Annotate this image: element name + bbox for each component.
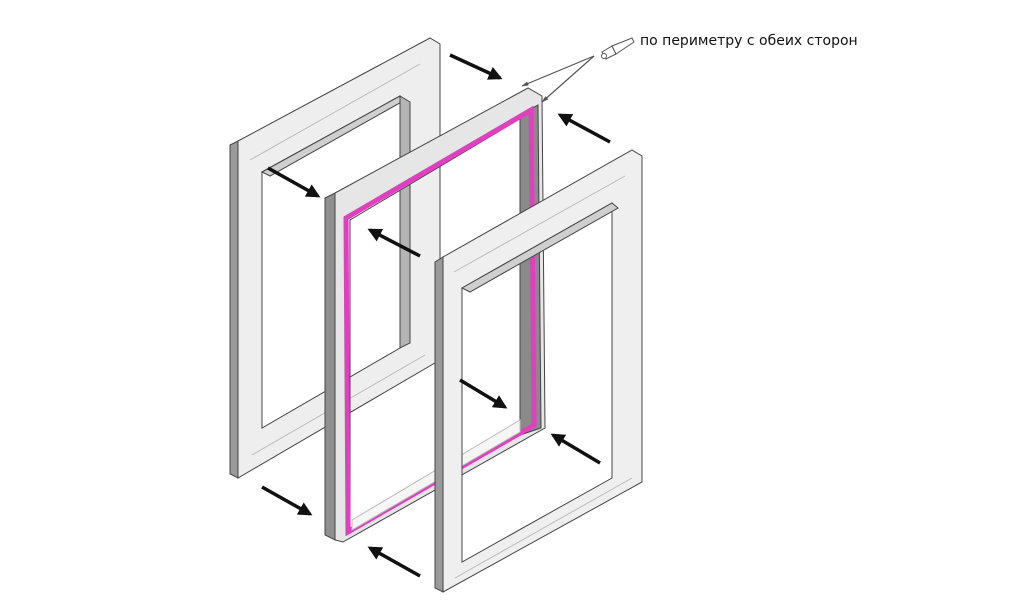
sealant-gun-icon [601, 37, 635, 60]
arrow [367, 228, 421, 258]
annotation-leaders [521, 55, 595, 103]
annotation-label: по периметру с обеих сторон [640, 33, 858, 49]
front-frame [434, 149, 643, 593]
arrow [557, 113, 611, 144]
arrow [459, 378, 508, 409]
arrow [449, 53, 503, 80]
seal-line [343, 105, 537, 537]
arrow [550, 433, 601, 465]
arrow [261, 485, 313, 516]
back-frame [229, 37, 441, 479]
assembly-arrows [261, 53, 611, 578]
arrow [267, 166, 321, 198]
arrow [367, 546, 421, 578]
